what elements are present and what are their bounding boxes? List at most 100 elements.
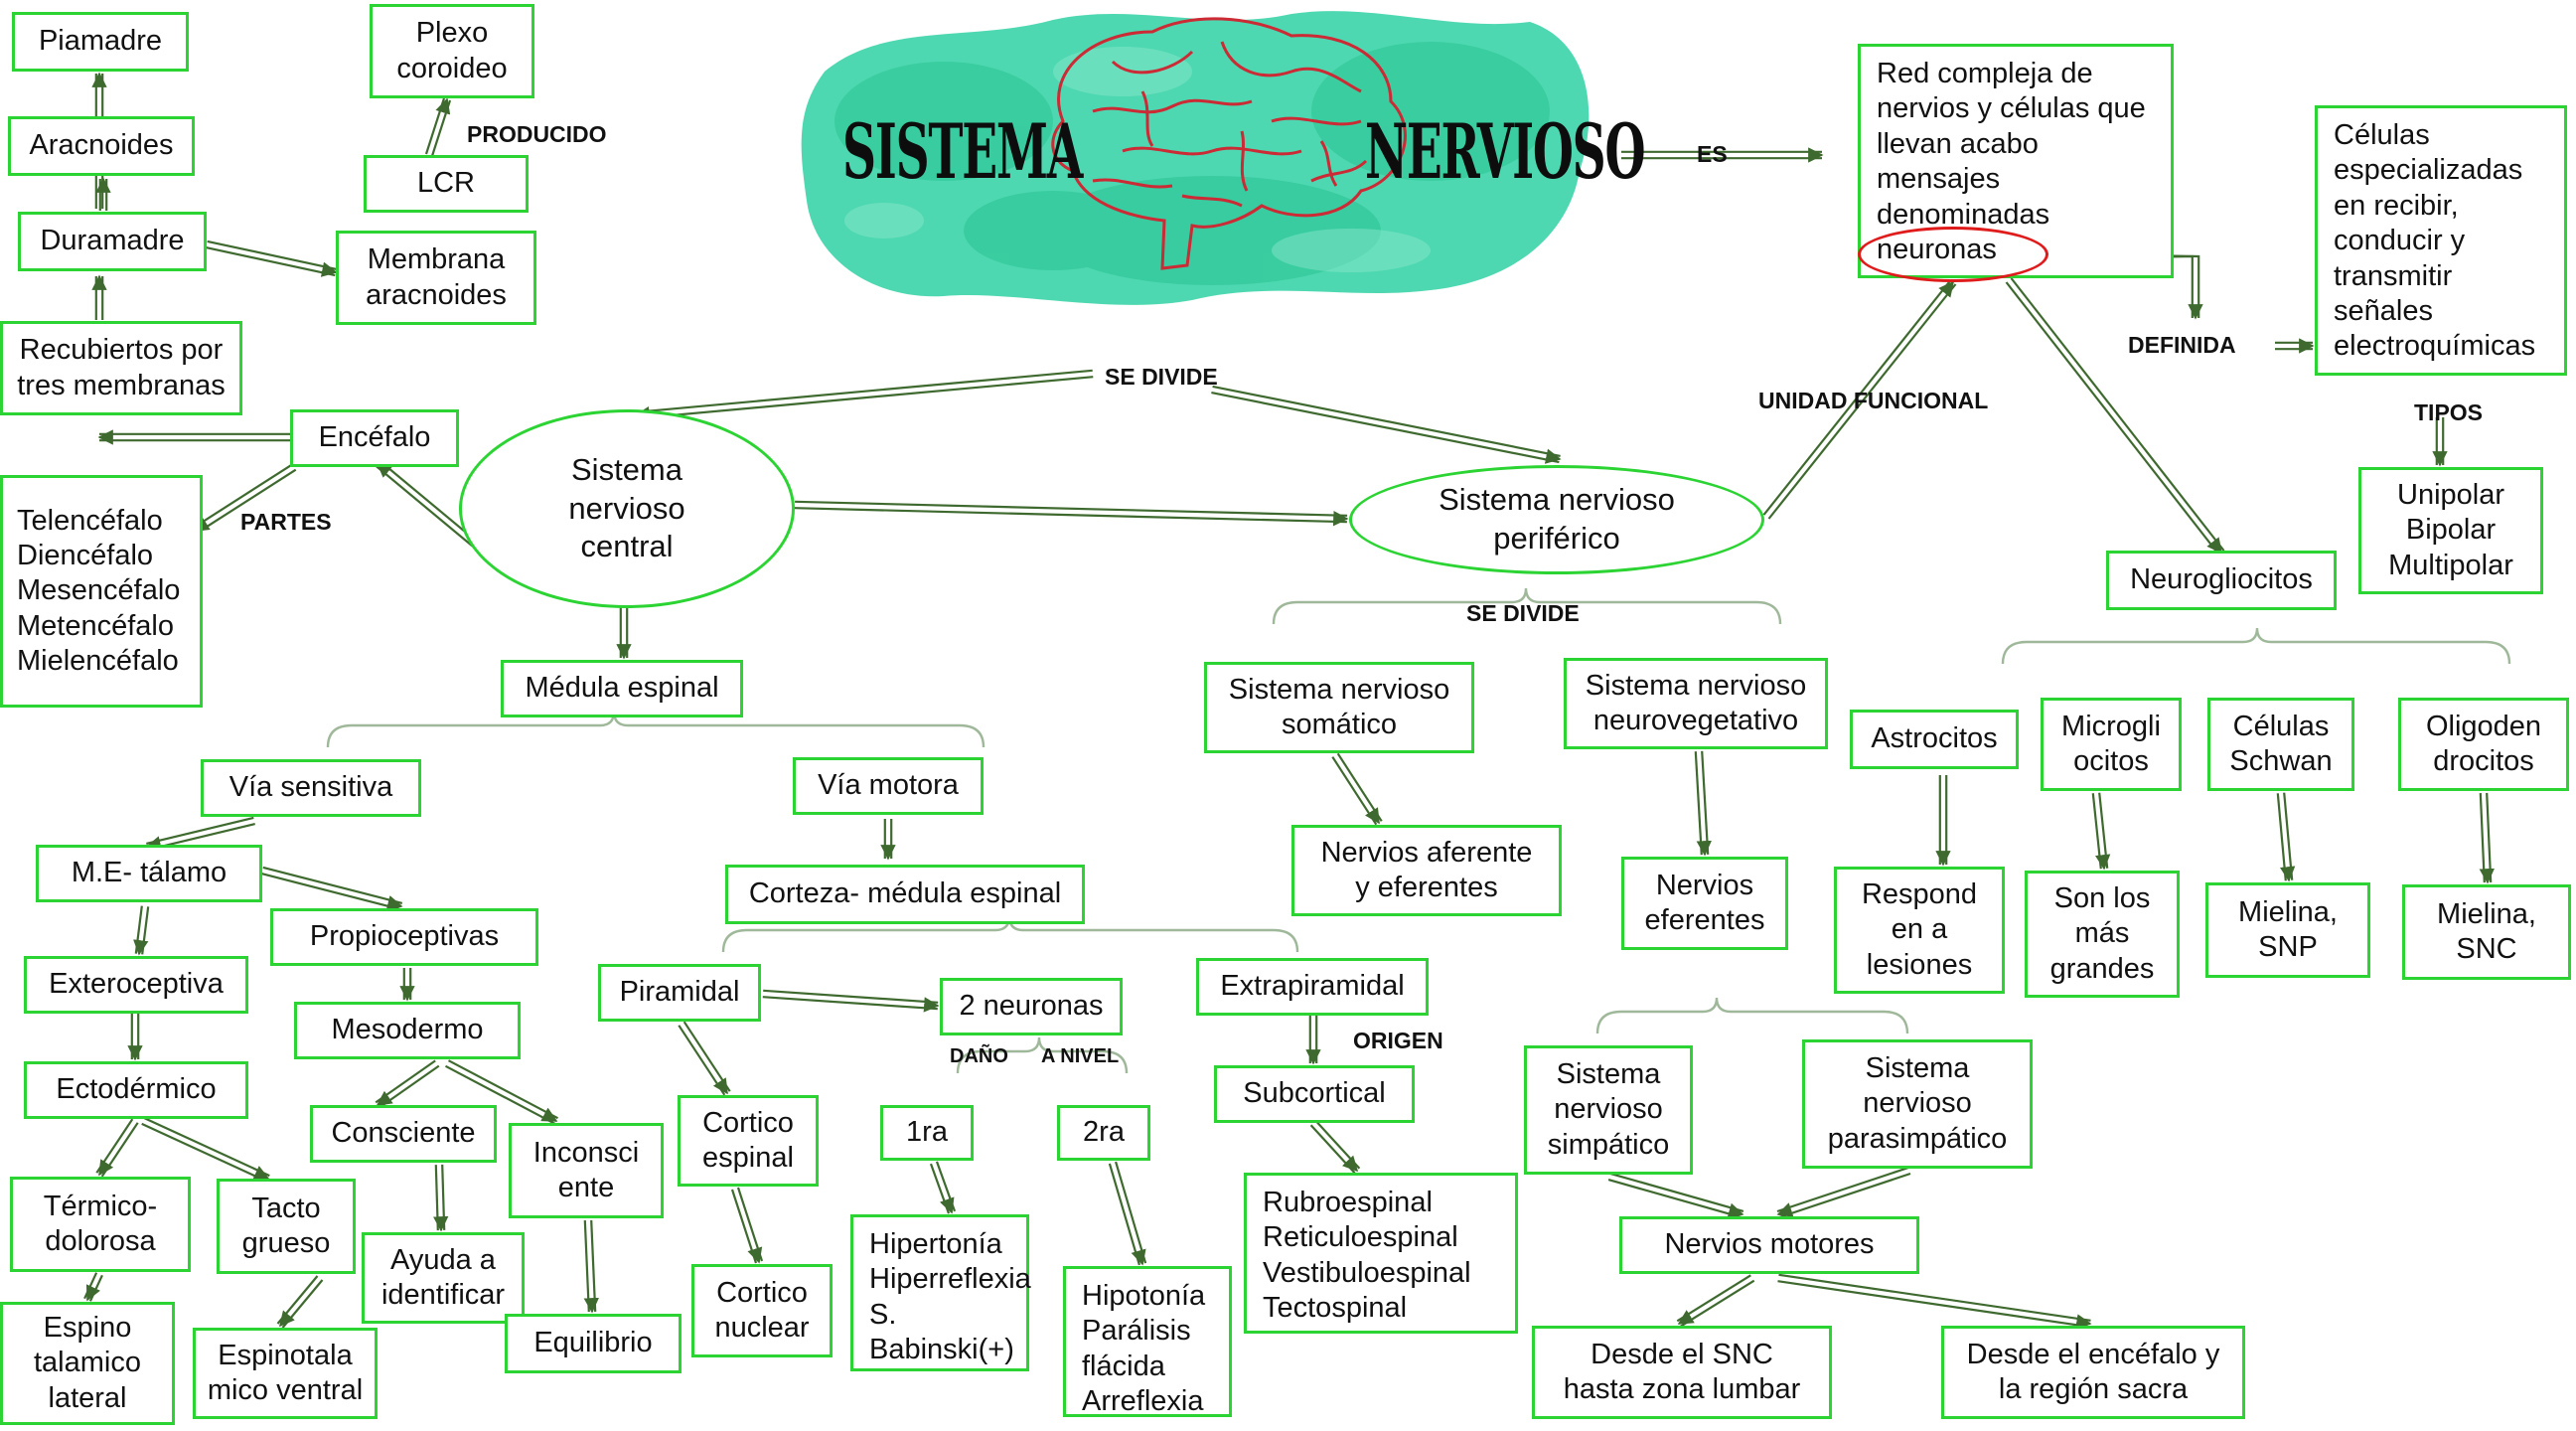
- connector-line: [141, 906, 150, 955]
- connector-line: [441, 1164, 446, 1230]
- connector-line: [141, 1122, 268, 1183]
- connector-line: [1609, 1172, 1744, 1212]
- label-dano: DAÑO: [950, 1045, 1008, 1067]
- label-se-divide-top: SE DIVIDE: [1105, 364, 1218, 390]
- connector-line: [1767, 283, 1957, 520]
- node-microgliocitos: Microgli ocitos: [2041, 698, 2182, 791]
- connector-line: [1336, 752, 1383, 822]
- connector-line: [1607, 1179, 1743, 1219]
- neuronas-highlight: [1858, 227, 2048, 282]
- connector-line: [1762, 279, 1952, 516]
- node-mas-grandes: Son los más grandes: [2025, 871, 2180, 998]
- label-se-divide-snp: SE DIVIDE: [1466, 600, 1580, 626]
- connector-arrowhead: [320, 261, 338, 277]
- title-left-word: SISTEMA: [842, 107, 1083, 196]
- node-corteza-medula: Corteza- médula espinal: [725, 865, 1085, 924]
- brain-icon: [1051, 17, 1407, 270]
- bracket-connector: [1272, 587, 1782, 625]
- node-equilibrio: Equilibrio: [505, 1314, 682, 1373]
- connector-line: [444, 1064, 556, 1125]
- node-dos-neuronas: 2 neuronas: [940, 978, 1123, 1035]
- node-aracnoides: Aracnoides: [8, 116, 195, 176]
- node-oligodendrocitos: Oligoden drocitos: [2398, 698, 2569, 791]
- connector-arrowhead: [1938, 280, 1954, 298]
- connector-line: [730, 1189, 758, 1264]
- label-a-nivel: A NIVEL: [1041, 1045, 1120, 1067]
- node-sintomas-1ra: Hipertonía Hiperreflexia S. Babinski(+): [850, 1214, 1031, 1371]
- connector-line: [762, 996, 938, 1011]
- bracket-connector: [1595, 997, 1909, 1034]
- node-espinotalamico-ventral: Espinotala mico ventral: [193, 1328, 378, 1419]
- node-lcr: LCR: [364, 155, 529, 213]
- connector-arrowhead: [1776, 1202, 1794, 1217]
- node-nervios-eferentes: Nervios eferentes: [1621, 857, 1788, 950]
- connector-line: [682, 1021, 731, 1092]
- node-extrapiramidal: Extrapiramidal: [1196, 958, 1429, 1016]
- connector-line: [196, 468, 297, 535]
- connector-line: [375, 1059, 436, 1104]
- connector-line: [262, 866, 403, 904]
- node-2ra: 2ra: [1057, 1105, 1150, 1161]
- connector-line: [583, 1220, 590, 1313]
- connector-line: [2010, 277, 2225, 552]
- node-nervios-motores: Nervios motores: [1619, 1216, 1919, 1274]
- connector-line: [1314, 1120, 1361, 1170]
- label-definida: DEFINIDA: [2128, 332, 2236, 358]
- connector-line: [83, 1272, 98, 1300]
- connector-line: [1676, 1274, 1751, 1323]
- connector-line: [276, 1275, 319, 1325]
- label-partes: PARTES: [240, 509, 332, 535]
- node-cortico-espinal: Cortico espinal: [678, 1095, 819, 1187]
- node-tipos-neuronas: Unipolar Bipolar Multipolar: [2358, 467, 2543, 594]
- connector-arrowhead: [1677, 1310, 1695, 1325]
- connector-arrowhead: [1131, 1248, 1146, 1266]
- connector-line: [590, 1219, 597, 1312]
- node-recubiertos: Recubiertos por tres membranas: [0, 321, 242, 415]
- node-mielina-snp: Mielina, SNP: [2205, 882, 2370, 978]
- node-somatico: Sistema nervioso somático: [1204, 662, 1474, 753]
- node-parasimpatico: Sistema nervioso parasimpático: [1802, 1039, 2033, 1169]
- connector-line: [88, 1274, 103, 1302]
- node-via-sensitiva: Vía sensitiva: [201, 759, 421, 817]
- node-responden-lesiones: Respond en a lesiones: [1834, 867, 2005, 994]
- label-unidad-funcional: UNIDAD FUNCIONAL: [1758, 388, 1989, 413]
- node-cortico-nuclear: Cortico nuclear: [691, 1264, 833, 1357]
- node-mesodermo: Mesodermo: [294, 1002, 521, 1059]
- connector-line: [2283, 792, 2294, 880]
- node-neurovegetativo: Sistema nervioso neurovegetativo: [1564, 658, 1828, 749]
- connector-line: [2486, 792, 2493, 882]
- connector-line: [795, 500, 1348, 517]
- connector-arrowhead: [279, 1310, 295, 1328]
- node-desde-snc: Desde el SNC hasta zona lumbar: [1532, 1326, 1832, 1419]
- connector-line: [281, 1279, 324, 1329]
- connector-arrowhead: [85, 1284, 100, 1302]
- connector-line: [1694, 751, 1703, 856]
- connector-line: [379, 1064, 440, 1109]
- node-termico-dolorosa: Térmico- dolorosa: [10, 1177, 191, 1272]
- connector-line: [207, 239, 337, 270]
- node-1ra: 1ra: [880, 1105, 974, 1161]
- node-snp: Sistema nervioso periférico: [1349, 465, 1764, 574]
- connector-line: [2479, 793, 2486, 883]
- connector-line: [1331, 756, 1378, 826]
- connector-line: [1701, 750, 1710, 855]
- connector-arrowhead: [435, 97, 451, 115]
- connector-line: [206, 246, 336, 277]
- node-mielina-snc: Mielina, SNC: [2402, 884, 2571, 980]
- connector-line: [95, 1118, 134, 1174]
- node-astrocitos: Astrocitos: [1850, 710, 2019, 769]
- connector-arrowhead: [712, 1077, 728, 1095]
- connector-line: [1212, 385, 1561, 457]
- node-piamadre: Piamadre: [12, 12, 189, 72]
- connector-arrowhead: [1365, 807, 1380, 825]
- connector-arrowhead: [540, 1107, 558, 1122]
- connector-arrowhead: [1727, 1202, 1744, 1218]
- connector-line: [635, 369, 1093, 413]
- node-inconsciente: Inconsci ente: [509, 1123, 664, 1218]
- connector-line: [636, 376, 1094, 420]
- connector-line: [1680, 1279, 1755, 1328]
- node-duramadre: Duramadre: [18, 212, 207, 271]
- connector-arrowhead: [376, 1090, 393, 1106]
- connector-line: [1108, 1163, 1140, 1266]
- connector-line: [1211, 392, 1560, 464]
